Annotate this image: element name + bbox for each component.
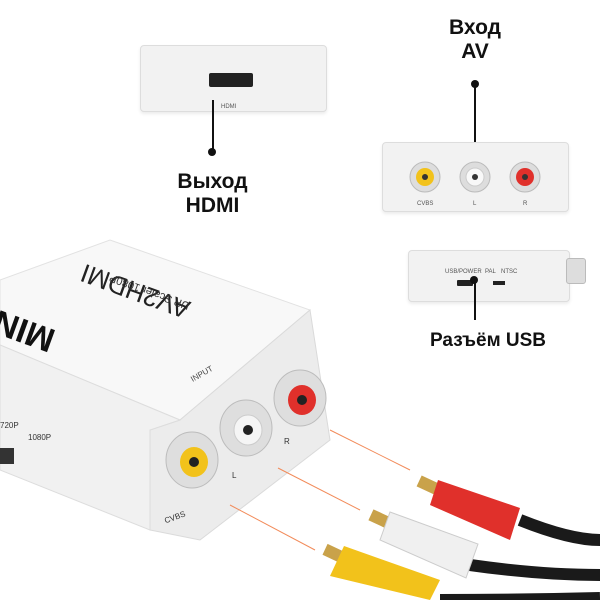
hdmi-callout-line bbox=[212, 100, 214, 152]
usb-label: Разъём USB bbox=[429, 330, 547, 351]
av-in-line1: Вход bbox=[449, 16, 501, 39]
device-right-label: R bbox=[284, 437, 290, 446]
ntsc-label: NTSC bbox=[501, 269, 518, 275]
av-jacks-svg bbox=[409, 161, 541, 193]
av-panel: CVBS L R bbox=[382, 142, 569, 212]
av-left-label: L bbox=[473, 201, 477, 207]
cable-white bbox=[469, 559, 600, 581]
av-in-label: Вход AV bbox=[410, 16, 540, 64]
av-in-line2: AV bbox=[461, 40, 489, 64]
usb-callout-line bbox=[474, 280, 476, 320]
pal-ntsc-switch bbox=[493, 281, 505, 285]
av-right-label: R bbox=[523, 201, 528, 207]
usb-power-label: USB/POWER bbox=[445, 269, 482, 275]
plug-yellow bbox=[322, 543, 440, 600]
plug-red bbox=[416, 475, 520, 540]
cable-red bbox=[517, 514, 600, 546]
guide-red bbox=[329, 429, 411, 471]
device-left bbox=[0, 344, 182, 531]
device-res-720: 720P bbox=[0, 421, 19, 430]
plug-white bbox=[368, 509, 479, 579]
hdmi-out-line2: HDMI bbox=[185, 194, 240, 218]
guide-yellow bbox=[229, 504, 316, 551]
usb-panel: USB/POWER PAL NTSC bbox=[408, 250, 570, 302]
device-front bbox=[149, 309, 331, 541]
device-model: AV2HDMI bbox=[77, 258, 194, 325]
device-switch bbox=[0, 448, 14, 464]
device-jack-white bbox=[219, 399, 273, 457]
device-input: INPUT bbox=[189, 364, 214, 384]
usb-callout-dot bbox=[470, 276, 478, 284]
device-jack-yellow bbox=[165, 431, 219, 489]
pal-label: PAL bbox=[485, 269, 496, 275]
device-res-1080: 1080P bbox=[28, 433, 51, 442]
av-callout-line bbox=[474, 84, 476, 154]
device-cvbs: CVBS bbox=[163, 509, 187, 525]
guide-white bbox=[277, 467, 361, 511]
hdmi-out-label: Выход HDMI bbox=[150, 170, 275, 218]
usb-port bbox=[457, 280, 473, 286]
device-subtitle: UP Scaler 1080P bbox=[108, 271, 191, 311]
device-brand: MINI bbox=[0, 299, 60, 359]
hdmi-port bbox=[209, 73, 253, 87]
device-jack-red bbox=[273, 369, 327, 427]
hdmi-callout-dot bbox=[208, 148, 216, 156]
hdmi-out-line1: Выход bbox=[177, 170, 248, 193]
av-cvbs-label: CVBS bbox=[417, 201, 434, 207]
hdmi-port-label: HDMI bbox=[221, 104, 237, 110]
usb-side-jack bbox=[566, 258, 586, 284]
device-top bbox=[0, 239, 311, 421]
device-left-label: L bbox=[232, 471, 237, 480]
hdmi-panel: HDMI bbox=[140, 45, 327, 112]
